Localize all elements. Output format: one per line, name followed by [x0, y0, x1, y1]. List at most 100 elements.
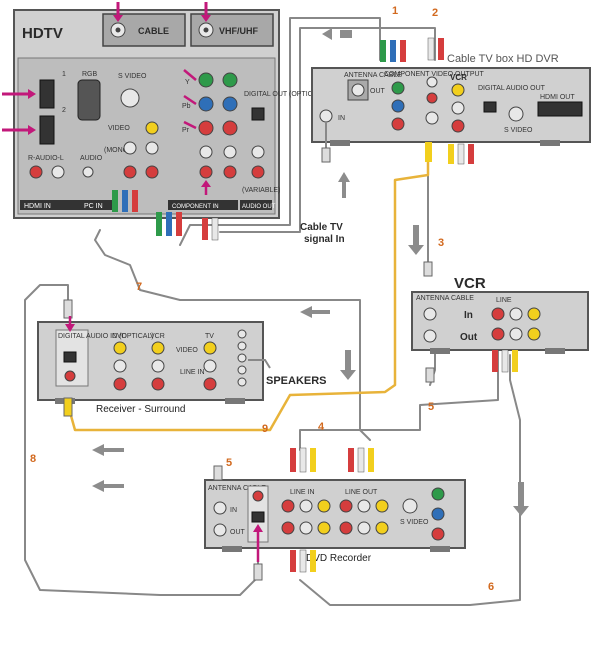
- dvd-line-out-l1[interactable]: [357, 499, 371, 513]
- vcr-line-in-video[interactable]: [527, 307, 541, 321]
- cable-box-component-y[interactable]: [391, 81, 405, 95]
- hdtv-audio-out-r[interactable]: [251, 165, 265, 179]
- cable-box-vcr-l[interactable]: [451, 101, 465, 115]
- hdtv-av-r-jack[interactable]: [123, 165, 137, 179]
- connection-8: 8: [30, 453, 36, 465]
- dvd-bottom-plugs: [290, 549, 316, 573]
- dvd-line-out-r1[interactable]: [339, 499, 353, 513]
- hdtv-rgb-label: RGB: [82, 71, 98, 78]
- dvd-line-out-l2[interactable]: [357, 521, 371, 535]
- cable-box-hdmi-out[interactable]: [537, 101, 583, 117]
- connection-5a: 5: [428, 401, 434, 413]
- hdtv-hdmi-1[interactable]: [39, 79, 55, 109]
- hdtv-rgb-port[interactable]: [77, 79, 101, 121]
- dvd-line-in-l2[interactable]: [299, 521, 313, 535]
- dvd-component-pb[interactable]: [431, 507, 445, 521]
- hdtv-y-label: Y: [185, 79, 190, 86]
- hdtv-component-pb-jack[interactable]: [198, 96, 214, 112]
- dvd-line-out-v1[interactable]: [375, 499, 389, 513]
- connection-numbers: 1 2 3 4 5 5 6 7 8 9: [30, 5, 494, 593]
- hdtv-video-jack[interactable]: [145, 121, 159, 135]
- hdtv-cable-label: CABLE: [138, 26, 169, 36]
- receiver-dvd-video[interactable]: [113, 341, 127, 355]
- speakers-label: SPEAKERS: [266, 375, 327, 387]
- hdtv-hdmi-2[interactable]: [39, 115, 55, 145]
- connection-1: 1: [392, 5, 398, 17]
- vcr-line-in-l[interactable]: [509, 307, 523, 321]
- hdtv-r-audio-l-label: R-AUDIO-L: [28, 155, 64, 162]
- cable-box-component-pr[interactable]: [391, 117, 405, 131]
- hdtv-hdmi-label: HDMI IN: [24, 203, 51, 210]
- vcr-line-out-r[interactable]: [491, 327, 505, 341]
- receiver-tv-l[interactable]: [203, 359, 217, 373]
- cable-6-vcr-to-dvd: [299, 354, 521, 606]
- hdtv-digital-out-label: DIGITAL OUT (OPTICAL): [244, 91, 324, 98]
- receiver-vcr-r[interactable]: [151, 377, 165, 391]
- hdtv-optical-out[interactable]: [251, 107, 265, 121]
- hdtv-audio-out-l[interactable]: [251, 145, 265, 159]
- dvd-component-pr[interactable]: [431, 527, 445, 541]
- receiver-title: Receiver - Surround: [96, 404, 185, 415]
- dvd-line-out-r2[interactable]: [339, 521, 353, 535]
- dvd-in-jack[interactable]: [213, 501, 227, 515]
- hdtv-audio-l-jack[interactable]: [51, 165, 65, 179]
- dvd-out-jack[interactable]: [213, 523, 227, 537]
- flow-arrows: [92, 28, 529, 516]
- receiver-tv-label: TV: [205, 333, 214, 340]
- cable-box-in-jack[interactable]: [319, 109, 333, 123]
- cable-9-yellow-video[interactable]: [66, 153, 430, 432]
- cable-box-component-pb[interactable]: [391, 99, 405, 113]
- receiver-optical-in[interactable]: [63, 351, 77, 363]
- hdtv-svideo-jack[interactable]: [120, 88, 140, 108]
- receiver-tv-r[interactable]: [203, 377, 217, 391]
- connection-9: 9: [262, 423, 268, 435]
- cable-box: Cable TV box HD DVR ANTENNA CABLE OUT IN…: [311, 37, 591, 165]
- dvd-line-in-label: LINE IN: [290, 489, 315, 496]
- cable-box-svideo[interactable]: [508, 106, 524, 122]
- vcr-line-in-r[interactable]: [491, 307, 505, 321]
- cable-box-out-jack[interactable]: [351, 83, 365, 97]
- vcr-in-jack[interactable]: [423, 307, 437, 321]
- dvd-line-in-r1[interactable]: [281, 499, 295, 513]
- dvd-optical-out[interactable]: [251, 511, 265, 523]
- receiver-optical-label: DIGITAL AUDIO IN (OPTICAL): [58, 333, 154, 340]
- dvd-line-in-v2[interactable]: [317, 521, 331, 535]
- cable-box-optical-out[interactable]: [483, 101, 497, 113]
- dvd-line-out-label: LINE OUT: [345, 489, 378, 496]
- vcr-line-out-l[interactable]: [509, 327, 523, 341]
- hdtv-pc-audio-jack[interactable]: [82, 166, 94, 178]
- cable-signal-label-line2: signal In: [304, 234, 345, 245]
- vcr-out-jack[interactable]: [423, 329, 437, 343]
- dvd-svideo-label: S VIDEO: [400, 519, 429, 526]
- dvd-line-in-l1[interactable]: [299, 499, 313, 513]
- receiver-tv-video[interactable]: [203, 341, 217, 355]
- cable-component-box-to-tv: [179, 17, 381, 246]
- receiver-vcr-l[interactable]: [151, 359, 165, 373]
- dvd-line-out-v2[interactable]: [375, 521, 389, 535]
- cable-box-digital-audio-label: DIGITAL AUDIO OUT: [478, 85, 546, 92]
- vcr-out-label: Out: [460, 332, 478, 343]
- receiver-dvd-l[interactable]: [113, 359, 127, 373]
- hdtv-title: HDTV: [22, 25, 63, 42]
- receiver-vcr-video[interactable]: [151, 341, 165, 355]
- vcr-line-out-video[interactable]: [527, 327, 541, 341]
- hdtv-video-label: VIDEO: [108, 125, 130, 132]
- cable-box-vcr-video[interactable]: [451, 83, 465, 97]
- receiver-coax-in[interactable]: [64, 370, 76, 382]
- dvd-coax-out[interactable]: [252, 490, 264, 502]
- hdtv-av-l-jack[interactable]: [123, 141, 137, 155]
- cable-box-vcr-r[interactable]: [451, 119, 465, 133]
- hdtv-audio-r-jack[interactable]: [29, 165, 43, 179]
- hdtv-pb-label: Pb: [182, 103, 191, 110]
- dvd-line-in-v1[interactable]: [317, 499, 331, 513]
- receiver-dvd-r[interactable]: [113, 377, 127, 391]
- hdtv-component-pr-jack[interactable]: [198, 120, 214, 136]
- dvd-title: DVD Recorder: [306, 553, 372, 564]
- cable-audio-box-to-tv: [219, 27, 436, 233]
- hdtv-component-y-jack[interactable]: [198, 72, 214, 88]
- dvd-svideo[interactable]: [402, 498, 418, 514]
- dvd-line-in-r2[interactable]: [281, 521, 295, 535]
- dvd-component-y[interactable]: [431, 487, 445, 501]
- hdtv-component-label: COMPONENT IN: [172, 204, 219, 210]
